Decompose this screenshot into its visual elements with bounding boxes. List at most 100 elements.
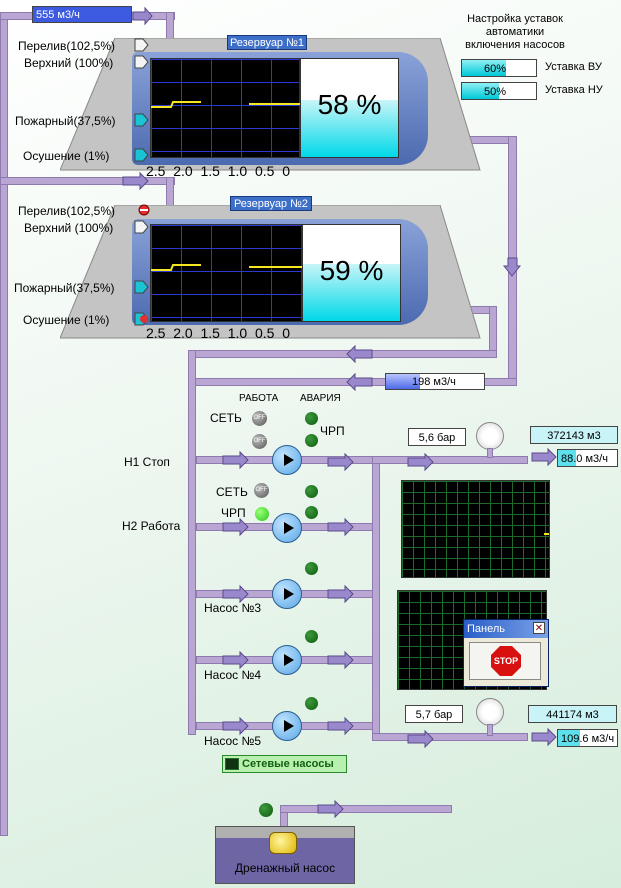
- arrow-p3-out: [327, 584, 354, 604]
- pump1-button[interactable]: [272, 445, 302, 475]
- pump5-button[interactable]: [272, 711, 302, 741]
- pump1-net-label: СЕТЬ: [210, 411, 242, 425]
- setpoint-vu-field[interactable]: 60%: [461, 59, 537, 77]
- header-alarm: АВАРИЯ: [300, 393, 341, 404]
- panel-window[interactable]: Панель ✕ STOP: [463, 619, 549, 687]
- tank1-sensor-upper-label: Верхний (100%): [24, 56, 114, 70]
- mid-flow-fill: [386, 374, 421, 389]
- arrow-collector-1: [346, 344, 373, 364]
- tank1-trend-line: [151, 101, 301, 108]
- pump2-net-off-icon: OFF: [254, 483, 269, 498]
- pump5-alarm-indicator: [305, 697, 318, 710]
- tank2-liquid: [303, 264, 400, 321]
- arrow-mid: [122, 171, 149, 191]
- arrow-p2-out: [327, 517, 354, 537]
- tank1-drain-icon: [134, 148, 149, 162]
- pump2-button[interactable]: [272, 513, 302, 543]
- mid-flow-value: 198 м3/ч: [412, 376, 456, 388]
- tank2-drain-alarm-icon: [140, 315, 148, 323]
- mid-flow-meter: 198 м3/ч: [385, 373, 485, 390]
- top-flow-value: 555 м3/ч: [36, 9, 80, 21]
- pump3-alarm-indicator: [305, 562, 318, 575]
- pump2-alarm-net-indicator: [305, 485, 318, 498]
- arrow-p4-out: [327, 650, 354, 670]
- arrow-p2-in: [222, 517, 249, 537]
- setpoint-vu-fill: [462, 60, 507, 76]
- tank2-level-text: 59 %: [319, 255, 384, 286]
- arrow-collector-2: [346, 372, 373, 392]
- network-pumps-button[interactable]: Сетевые насосы: [222, 755, 347, 773]
- pump3-label: Насос №3: [204, 601, 262, 615]
- pump4-button[interactable]: [272, 645, 302, 675]
- pump2-net-label: СЕТЬ: [216, 485, 248, 499]
- tank2-title: Резервуар №2: [230, 196, 312, 211]
- setpoint-vu-label: Уставка ВУ: [545, 61, 602, 73]
- pump4-label: Насос №4: [204, 668, 262, 682]
- tank1-sensor-fire-label: Пожарный(37,5%): [15, 114, 116, 128]
- tank2-sensors: [134, 204, 150, 326]
- tank2-level-indicator: 59 %: [302, 224, 401, 322]
- line1-trend: [401, 480, 550, 578]
- line2-gauge-stem: [487, 724, 493, 736]
- tank2-trend: [150, 224, 303, 322]
- arrow-p1-in: [222, 450, 249, 470]
- pump5-label: Насос №5: [204, 734, 262, 748]
- arrow-line1-end: [531, 447, 557, 467]
- panel-titlebar[interactable]: Панель ✕: [464, 620, 548, 638]
- line2-pressure: 5,7 бар: [405, 705, 463, 723]
- pump1-vfd-label: ЧРП: [320, 424, 345, 438]
- arrow-top: [132, 6, 153, 26]
- tank1-axis: 2.5 2.0 1.5 1.0 0.5 0: [146, 163, 290, 179]
- tank1-liquid: [301, 100, 398, 157]
- tank1-trend: [150, 58, 301, 158]
- setpoint-vu-value: 60%: [484, 63, 507, 75]
- pipe-suction-vertical: [188, 350, 196, 735]
- line2-total: 441174 м3: [528, 705, 617, 723]
- setpoint-nu-fill: [462, 83, 499, 99]
- line1-flow-meter: 88.0 м3/ч: [557, 449, 618, 467]
- pump2-status-label: Н2 Работа: [122, 519, 181, 533]
- pipe-out2: [372, 733, 528, 741]
- line2-gauge-icon: [476, 698, 504, 726]
- line1-flow-fill: [558, 450, 576, 466]
- pipe-drain-out: [280, 805, 452, 813]
- pump3-button[interactable]: [272, 579, 302, 609]
- tank2-upper-icon: [134, 220, 149, 234]
- arrow-line2: [407, 729, 434, 749]
- pump1-status-label: Н1 Стоп: [124, 455, 170, 469]
- arrow-p4-in: [222, 650, 249, 670]
- pump2-vfd-run-indicator: [255, 507, 269, 521]
- tank1-fire-icon: [134, 113, 149, 127]
- arrow-p5-out: [327, 716, 354, 736]
- tank1-overflow-icon: [134, 38, 149, 52]
- line1-pressure: 5,6 бар: [408, 428, 466, 446]
- close-icon[interactable]: ✕: [533, 622, 545, 634]
- arrow-drain: [317, 799, 344, 819]
- top-flow-fill: [33, 7, 131, 22]
- pipe-mid: [0, 177, 175, 185]
- arrow-line1: [407, 452, 434, 472]
- top-flow-meter: 555 м3/ч: [32, 6, 132, 23]
- tank1-sensor-overflow-label: Перелив(102,5%): [18, 39, 116, 53]
- setpoint-nu-field[interactable]: 50%: [461, 82, 537, 100]
- line2-flow-value: 109.6 м3/ч: [561, 733, 615, 745]
- tank1-sensors: [134, 38, 149, 162]
- setpoint-nu-value: 50%: [484, 86, 507, 98]
- pump2-alarm-vfd-indicator: [305, 506, 318, 519]
- tank1-title: Резервуар №1: [227, 35, 307, 50]
- arrow-line2-end: [531, 727, 557, 747]
- pump1-alarm-net-indicator: [305, 412, 318, 425]
- line1-total: 372143 м3: [530, 426, 618, 444]
- drain-pump-label: Дренажный насос: [234, 861, 336, 875]
- tank1-upper-icon: [134, 55, 149, 69]
- arrow-p1-out: [327, 452, 354, 472]
- pipe-out1: [372, 456, 528, 464]
- tank2-trend-line: [151, 264, 303, 271]
- tank2-sensor-drain-label: Осушение (1%): [23, 313, 110, 327]
- stop-button[interactable]: STOP: [469, 642, 541, 680]
- arrow-right-down: [502, 257, 522, 277]
- tank2-sensor-overflow-label: Перелив(102,5%): [18, 204, 116, 218]
- drain-pump-block[interactable]: Дренажный насос: [215, 826, 355, 884]
- line1-gauge-stem: [487, 448, 493, 458]
